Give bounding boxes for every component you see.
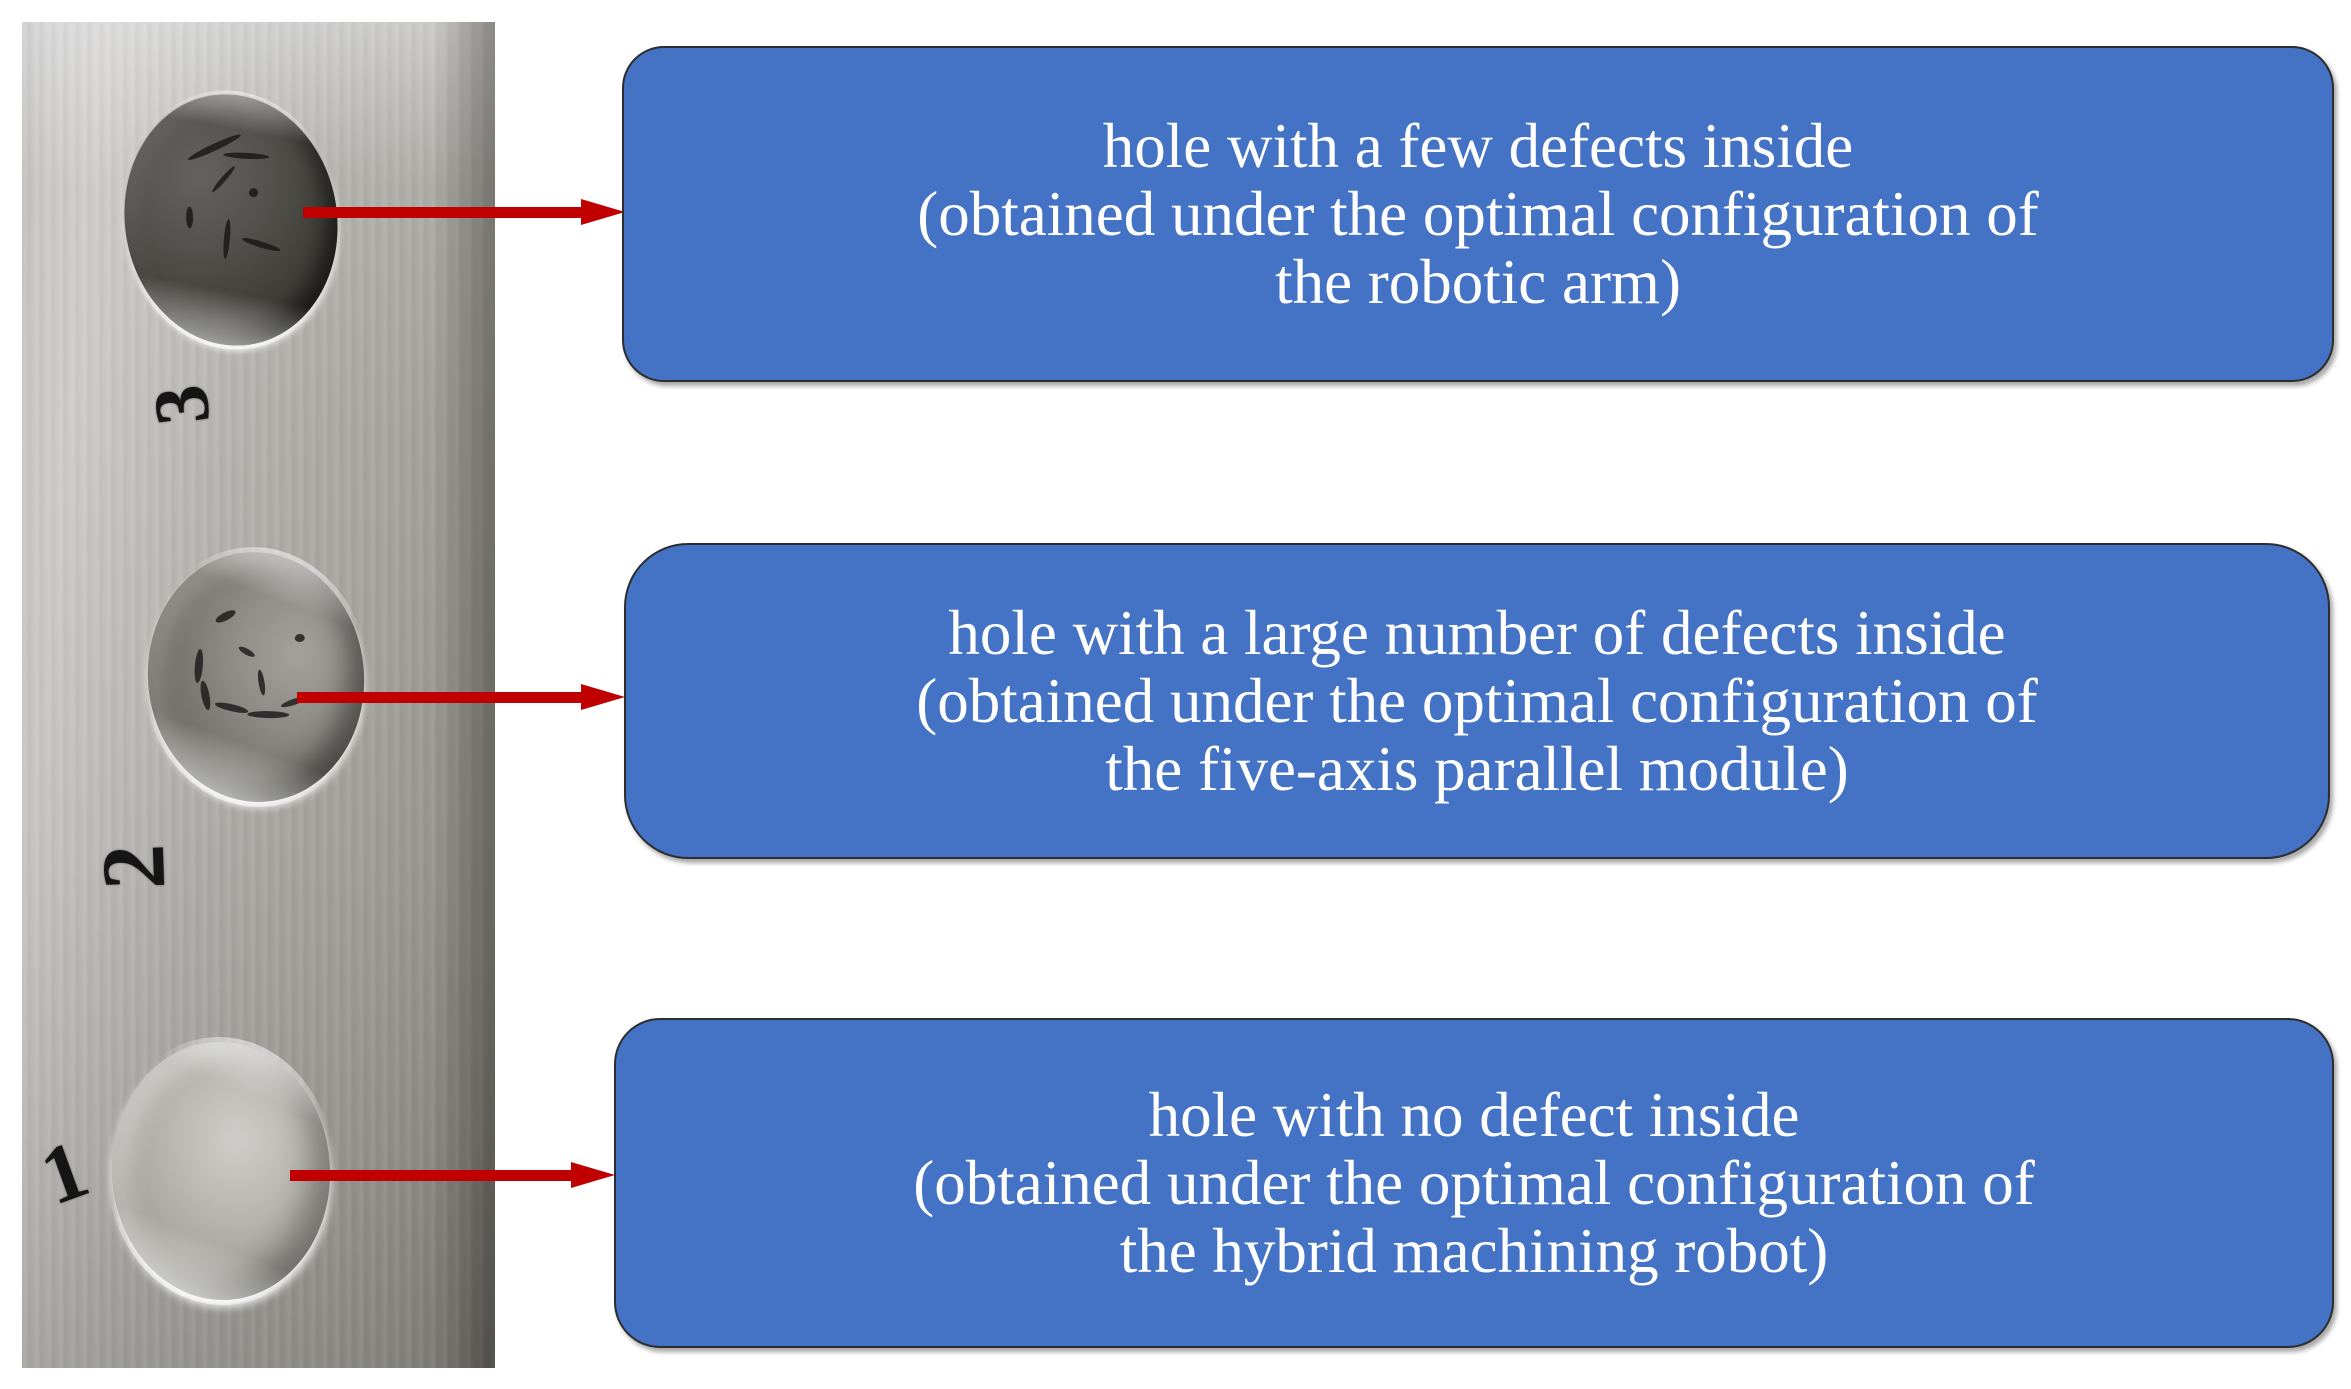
arrow-shaft bbox=[297, 692, 581, 703]
callout-box-1: hole with a few defects inside (obtained… bbox=[622, 46, 2334, 382]
defect-mark bbox=[185, 206, 194, 229]
annotation-arrow-3 bbox=[290, 1162, 615, 1188]
defect-mark bbox=[214, 700, 249, 715]
callout-box-2: hole with a large number of defects insi… bbox=[624, 543, 2330, 859]
arrow-shaft bbox=[303, 207, 581, 218]
defect-mark bbox=[247, 710, 290, 719]
hole-middle bbox=[132, 537, 380, 817]
callout-1-line-1: hole with a few defects inside bbox=[1102, 110, 1854, 181]
callout-3-line-2: (obtained under the optimal configuratio… bbox=[913, 1147, 2035, 1218]
callout-1-line-3: the robotic arm) bbox=[1275, 247, 1681, 318]
callout-box-3: hole with no defect inside (obtained und… bbox=[614, 1018, 2334, 1348]
callout-2-line-2: (obtained under the optimal configuratio… bbox=[916, 665, 2038, 736]
arrow-head bbox=[571, 1162, 615, 1188]
defect-mark bbox=[256, 669, 267, 696]
arrow-shaft bbox=[290, 1170, 571, 1181]
defect-mark bbox=[294, 633, 306, 643]
arrow-head bbox=[581, 199, 625, 225]
defect-mark bbox=[193, 648, 205, 684]
marker-label-3: 3 bbox=[135, 381, 227, 429]
defect-mark bbox=[198, 679, 213, 711]
defect-mark bbox=[248, 187, 259, 198]
defect-mark bbox=[186, 131, 243, 163]
hole-middle-rim bbox=[132, 537, 380, 817]
marker-label-1: 1 bbox=[29, 1122, 100, 1223]
callout-3-line-1: hole with no defect inside bbox=[1148, 1079, 1800, 1150]
annotation-arrow-2 bbox=[297, 684, 625, 710]
callout-3-line-3: the hybrid machining robot) bbox=[1119, 1216, 1829, 1287]
callout-2-line-3: the five-axis parallel module) bbox=[1105, 734, 1849, 805]
arrow-head bbox=[581, 684, 625, 710]
defect-mark bbox=[210, 164, 237, 194]
annotation-arrow-1 bbox=[303, 199, 625, 225]
callout-1-line-2: (obtained under the optimal configuratio… bbox=[917, 178, 2039, 249]
marker-label-2: 2 bbox=[83, 842, 185, 892]
defect-mark bbox=[223, 151, 270, 161]
defect-mark bbox=[237, 644, 257, 659]
defect-mark bbox=[222, 218, 232, 260]
defect-mark bbox=[241, 235, 282, 254]
callout-2-line-1: hole with a large number of defects insi… bbox=[948, 597, 2006, 668]
defect-mark bbox=[213, 607, 238, 625]
